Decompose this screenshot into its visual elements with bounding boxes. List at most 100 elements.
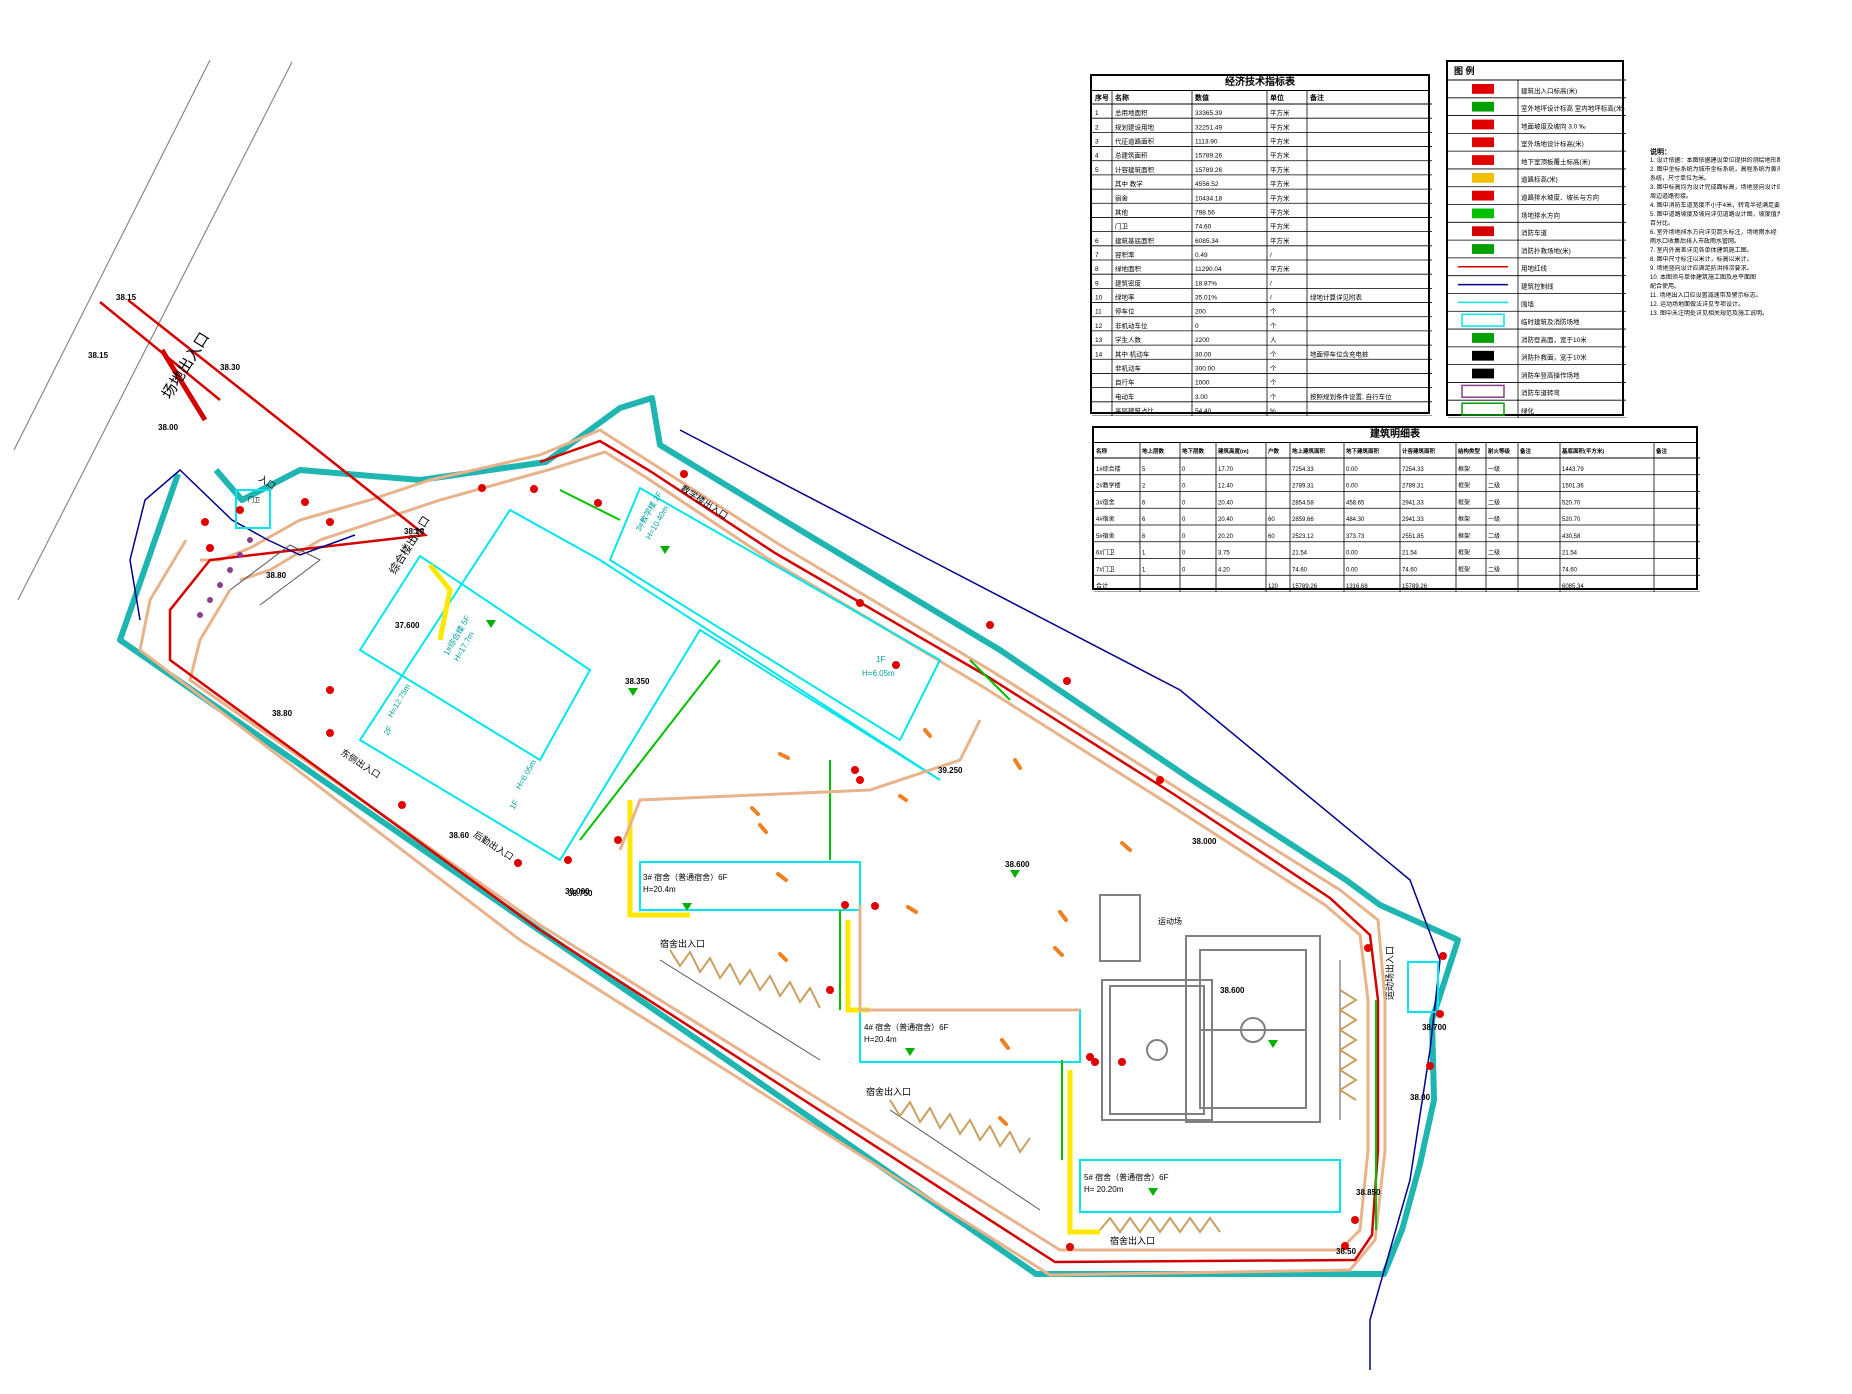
building-cell: 15789.26 xyxy=(1402,584,1428,590)
label-entrance-dorm-c: 宿舍出入口 xyxy=(1110,1235,1155,1246)
label-entrance-dorm-a: 宿舍出入口 xyxy=(660,938,705,949)
indicator-cell: 平方米 xyxy=(1270,207,1290,216)
indicator-cell: 11290.04 xyxy=(1195,266,1222,273)
indicator-header: 名称 xyxy=(1115,93,1129,102)
elevation-markers xyxy=(486,546,1278,1196)
label-dorm-3: 3# 宿舍（普通宿舍）6F xyxy=(643,872,728,882)
indicator-cell: 其他 xyxy=(1115,207,1129,216)
building-cell: 框架 xyxy=(1458,549,1470,557)
building-cell: 0 xyxy=(1182,551,1186,557)
building-cell: 21.54 xyxy=(1402,551,1418,557)
indicator-cell: 按照规划条件设置, 自行车位 xyxy=(1310,392,1392,401)
indicator-cell: 建筑密度 xyxy=(1115,278,1142,287)
building-cell: 2941.33 xyxy=(1402,517,1424,523)
building-cell: 3#宿舍 xyxy=(1096,498,1115,506)
building-cell: 1443.79 xyxy=(1562,467,1584,473)
building-cell: 0 xyxy=(1182,534,1186,540)
label-entrance-west: 东侧出入口 xyxy=(339,746,383,780)
legend-item-label: 用地红线 xyxy=(1521,264,1548,273)
building-cell: 7#门卫 xyxy=(1096,565,1115,573)
elev-7: 37.600 xyxy=(395,621,420,630)
indicator-cell: 学生人数 xyxy=(1115,335,1142,344)
indicator-cell: 绿地面积 xyxy=(1115,264,1142,273)
note-line: 3. 图中标高均为设计完成面标高，场地竖向设计应与 xyxy=(1650,185,1780,191)
indicator-cell: 电动车 xyxy=(1115,392,1135,401)
notes-title: 说明： xyxy=(1650,149,1671,156)
indicator-cell: 平方米 xyxy=(1270,222,1290,231)
legend-item-label: 消防车登高操作场地 xyxy=(1521,370,1580,379)
note-line: 6. 室外场地排水方向详见箭头标注，场地雨水经 xyxy=(1650,230,1777,236)
indicator-cell: 停车位 xyxy=(1115,307,1135,316)
legend-item-label: 地下室顶板覆土标高(米) xyxy=(1521,157,1590,166)
building-cell: 373.73 xyxy=(1346,534,1365,540)
dorm-5-outline xyxy=(1079,1159,1341,1213)
label-dorm-3h: H=20.4m xyxy=(643,885,676,894)
parking-stripes xyxy=(229,544,1341,1211)
indicator-cell: 300.00 xyxy=(1195,365,1215,372)
indicator-cell: 其中 教学 xyxy=(1115,179,1143,188)
indicator-cell: 非机动车 xyxy=(1115,363,1142,372)
indicator-cell: 6 xyxy=(1095,238,1099,245)
indicator-cell: 其中 机动车 xyxy=(1115,349,1150,358)
indicator-table-title: 经济技术指标表 xyxy=(1092,76,1428,91)
indicator-cell: 30.00 xyxy=(1195,351,1212,358)
building-cell: 0.00 xyxy=(1346,567,1358,573)
indicator-cell: 个 xyxy=(1270,364,1277,372)
label-dorm-4: 4# 宿舍（普通宿舍）6F xyxy=(864,1022,949,1032)
indicator-header: 单位 xyxy=(1270,93,1284,102)
legend-item-label: 室外场地设计标高(米) xyxy=(1521,139,1584,148)
legend-item-label: 绿化 xyxy=(1521,406,1535,415)
building-cell: 6 xyxy=(1142,500,1146,506)
building-cell: 4.20 xyxy=(1218,567,1230,573)
building-cell: 1316.68 xyxy=(1346,584,1368,590)
indicator-cell: 4556.52 xyxy=(1195,181,1219,188)
label-building-5: 1F xyxy=(876,655,885,664)
building-cell: 4#宿舍 xyxy=(1096,515,1115,523)
indicator-header: 备注 xyxy=(1309,93,1324,102)
legend-item-label: 建筑控制线 xyxy=(1521,281,1554,290)
label-building-4h: H=6.05m xyxy=(514,758,538,791)
note-line: 2. 图中坐标系统为城市坐标系统，高程系统为黄海高程 xyxy=(1650,167,1780,173)
label-dorm-5h: H= 20.20m xyxy=(1084,1185,1124,1194)
indicator-cell: 3 xyxy=(1095,139,1099,146)
building-cell: 17.70 xyxy=(1218,467,1234,473)
building-header: 户数 xyxy=(1267,447,1280,455)
building-cell: 一级 xyxy=(1488,515,1500,523)
label-building-3: 2F xyxy=(382,724,395,737)
building-cell: 6085.34 xyxy=(1562,584,1584,590)
building-3-outline xyxy=(358,554,592,762)
building-cell: 15789.26 xyxy=(1292,584,1318,590)
indicator-cell: 33365.39 xyxy=(1195,110,1222,117)
indicator-cell: 个 xyxy=(1270,308,1277,316)
indicator-cell: 绿地率 xyxy=(1115,293,1135,302)
legend-item-label: 临时建筑及消防场地 xyxy=(1521,317,1580,326)
indicator-cell: 11 xyxy=(1095,309,1102,316)
building-cell: 520.70 xyxy=(1562,517,1581,523)
indicator-cell: 0 xyxy=(1195,323,1199,330)
building-cell: 120 xyxy=(1268,584,1279,590)
building-cell: 20.20 xyxy=(1218,534,1234,540)
indicator-cell: / xyxy=(1270,280,1272,287)
indicator-cell: 2 xyxy=(1095,124,1099,131)
building-cell: 0.00 xyxy=(1346,484,1358,490)
building-cell: 二级 xyxy=(1488,482,1500,490)
indicator-cell: 代征道路面积 xyxy=(1115,137,1155,146)
indicator-cell: 自行车 xyxy=(1115,378,1135,387)
note-line: 12. 运动场地面做法详见专项设计。 xyxy=(1650,302,1745,308)
elev-17: 38.80 xyxy=(266,571,287,580)
indicator-cell: 规划建设用地 xyxy=(1115,122,1155,131)
indicator-cell: / xyxy=(1270,295,1272,302)
drain-line-nw xyxy=(129,468,356,621)
indicator-header: 数值 xyxy=(1195,93,1209,102)
building-cell: 2551.85 xyxy=(1402,534,1424,540)
legend-item-label: 道路标高(米) xyxy=(1521,175,1558,184)
indicator-cell: 18.87% xyxy=(1195,280,1217,287)
building-cell: 7254.33 xyxy=(1292,467,1314,473)
building-cell: 458.65 xyxy=(1346,500,1365,506)
building-cell: 5 xyxy=(1142,467,1146,473)
building-table-grid: 名称地上层数地下层数建筑高度(m)户数地上建筑面积地下建筑面积计容建筑面积结构类… xyxy=(1094,442,1700,592)
indicator-cell: 门卫 xyxy=(1115,222,1129,231)
indicator-cell: 平方米 xyxy=(1270,179,1290,188)
